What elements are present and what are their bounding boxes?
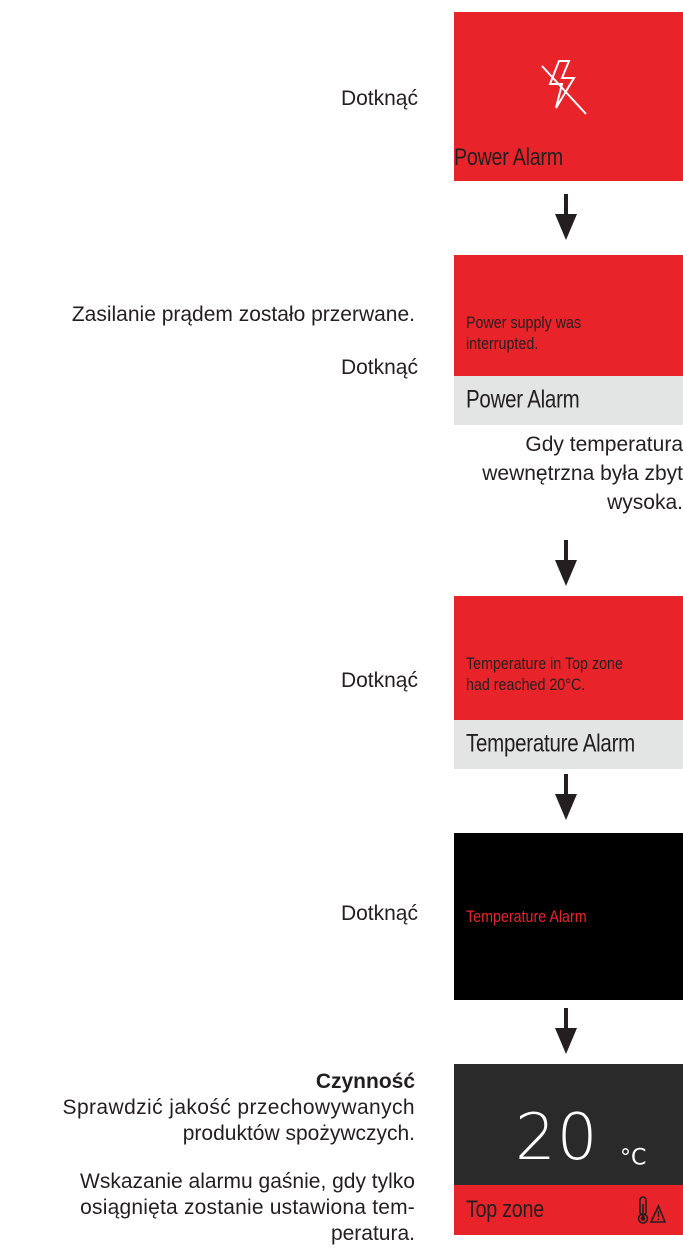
arrow-down-icon	[555, 1008, 577, 1054]
temperature-unit: °C	[620, 1145, 647, 1171]
action-heading: Czynność	[315, 1070, 415, 1093]
power-alarm-status-bar: Power Alarm	[454, 376, 683, 425]
temperature-value: 20	[515, 1101, 599, 1175]
note-text-line2: osiągnięta zostanie ustawiona tem-	[80, 1196, 415, 1219]
temperature-message-panel[interactable]: Temperature in Top zone had reached 20°C…	[454, 596, 683, 720]
high-temperature-caption-line2: wewnętrzna była zbyt	[482, 462, 683, 485]
top-zone-display[interactable]: 20 °C	[454, 1064, 683, 1185]
action-text-line2: produktów spożywczych.	[182, 1122, 415, 1145]
power-interrupted-icon	[541, 60, 587, 115]
arrow-down-icon	[555, 774, 577, 820]
power-supply-message-line1: Power supply was	[466, 313, 582, 332]
note-text-line3: peratura.	[330, 1222, 415, 1245]
power-supply-message-panel[interactable]: Power supply was interrupted.	[454, 255, 683, 376]
note-text-line1: Wskazanie alarmu gaśnie, gdy tylko	[80, 1170, 415, 1193]
top-zone-status-bar: Top zone	[454, 1185, 683, 1235]
temperature-alarm-status-title: Temperature Alarm	[466, 729, 636, 758]
temperature-alarm-panel[interactable]: Temperature Alarm	[454, 833, 683, 1000]
power-supply-message-line2: interrupted.	[466, 334, 539, 353]
temperature-alarm-red-label: Temperature Alarm	[466, 907, 587, 926]
high-temperature-caption-line3: wysoka.	[607, 491, 683, 514]
arrow-down-icon	[555, 540, 577, 586]
touch-instruction-3: Dotknąć	[340, 669, 418, 692]
power-alarm-panel[interactable]: Power Alarm	[454, 12, 683, 181]
power-interrupted-caption: Zasilanie prądem zostało przerwane.	[71, 303, 415, 326]
temperature-message-line2: had reached 20°C.	[466, 675, 586, 694]
high-temperature-caption-line1: Gdy temperatura	[525, 433, 683, 456]
touch-instruction-4: Dotknąć	[340, 902, 418, 925]
arrow-down-icon	[555, 194, 577, 240]
temperature-message-line1: Temperature in Top zone	[466, 654, 623, 673]
touch-instruction-2: Dotknąć	[340, 356, 418, 379]
temperature-alarm-status-bar: Temperature Alarm	[454, 720, 683, 769]
temperature-alarm-icon	[637, 1196, 666, 1224]
action-text-line1: Sprawdzić jakość przechowywanych	[62, 1096, 415, 1119]
power-alarm-status-title: Power Alarm	[466, 385, 580, 414]
touch-instruction-1: Dotknąć	[340, 87, 418, 110]
top-zone-label: Top zone	[466, 1196, 544, 1223]
power-alarm-title: Power Alarm	[454, 144, 563, 171]
